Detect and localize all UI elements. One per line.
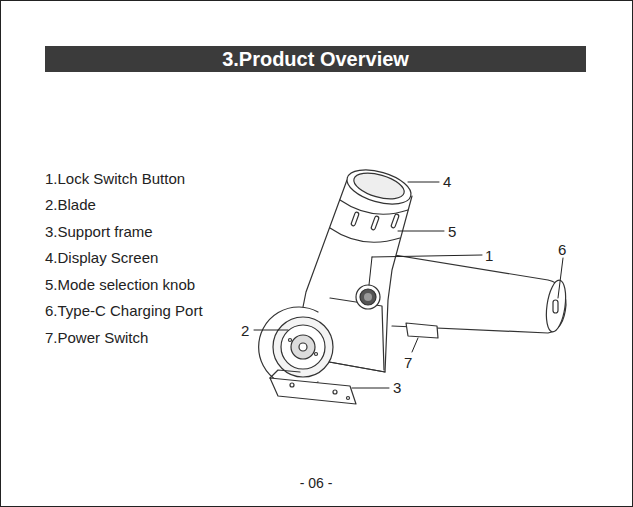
page-number: - 06 - — [300, 475, 333, 491]
list-item: 7.Power Switch — [45, 329, 148, 346]
callout-number: 7 — [404, 354, 412, 371]
callout-number: 6 — [558, 241, 566, 258]
callout-number: 3 — [393, 379, 401, 396]
callout-number: 4 — [443, 173, 451, 190]
list-item: 6.Type-C Charging Port — [45, 302, 203, 319]
callout-number: 2 — [241, 322, 249, 339]
callout-number: 5 — [448, 223, 456, 240]
page-title: 3.Product Overview — [222, 46, 409, 72]
list-item: 5.Mode selection knob — [45, 276, 195, 293]
list-item: 3.Support frame — [45, 223, 153, 240]
list-item: 4.Display Screen — [45, 249, 158, 266]
list-item: 1.Lock Switch Button — [45, 170, 185, 187]
list-item: 2.Blade — [45, 196, 96, 213]
callout-number: 1 — [485, 247, 493, 264]
